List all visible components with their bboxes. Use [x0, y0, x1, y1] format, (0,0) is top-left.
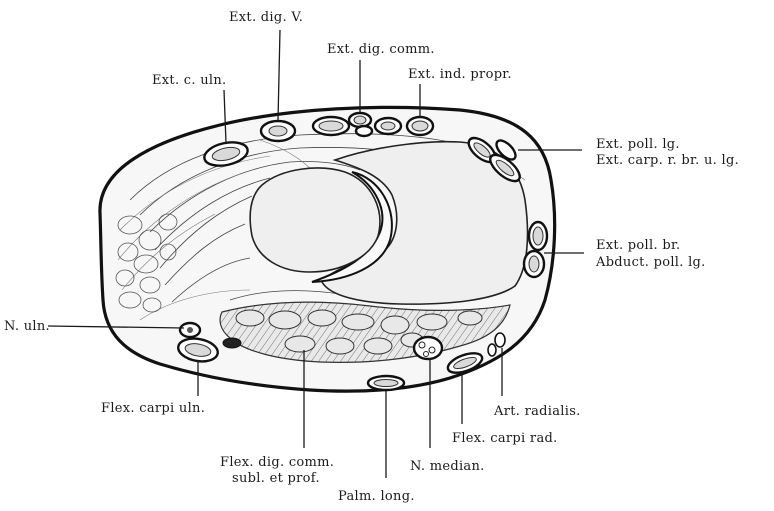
label-ext-c-uln: Ext. c. uln.	[152, 73, 227, 88]
label-flex-carpi-rad: Flex. carpi rad.	[452, 431, 558, 446]
label-ext-carp-r: Ext. carp. r. br. u. lg.	[596, 153, 739, 168]
label-abduct-poll-lg: Abduct. poll. lg.	[595, 255, 706, 270]
label-ext-poll-br: Ext. poll. br.	[596, 238, 680, 253]
label-ext-dig-v: Ext. dig. V.	[229, 10, 303, 25]
label-palm-long: Palm. long.	[338, 489, 415, 504]
label-n-median: N. median.	[410, 459, 485, 474]
label-ext-ind-propr: Ext. ind. propr.	[408, 67, 512, 82]
label-ext-poll-lg: Ext. poll. lg.	[596, 137, 680, 152]
label-ext-dig-comm: Ext. dig. comm.	[327, 42, 435, 57]
label-flex-carpi-uln: Flex. carpi uln.	[101, 401, 205, 416]
label-flex-dig-comm: Flex. dig. comm.	[220, 455, 334, 470]
label-art-radialis: Art. radialis.	[493, 404, 581, 419]
label-flex-dig-comm-sub: subl. et prof.	[232, 471, 320, 486]
label-n-uln: N. uln.	[4, 319, 50, 334]
